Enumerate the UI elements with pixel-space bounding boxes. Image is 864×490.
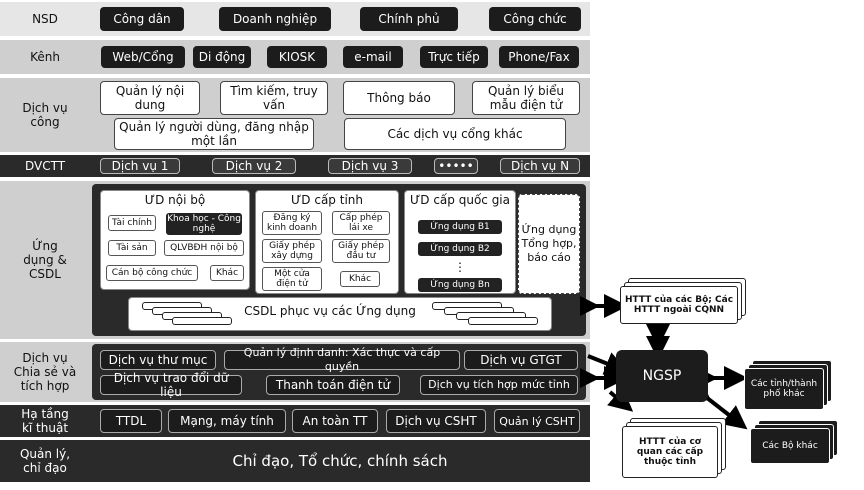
infra-mang: Mạng, máy tính — [168, 409, 286, 433]
dvctt-item-ellipsis: ••••• — [434, 158, 478, 174]
svc-quan-ly-nguoi-dung: Quản lý người dùng, đăng nhập một lần — [114, 118, 314, 150]
channel-kiosk: KIOSK — [267, 46, 327, 68]
shared-tich-hop: Dịch vụ tích hợp mức tỉnh — [420, 375, 578, 395]
app-khoa-hoc: Khoa học - Công nghệ — [166, 213, 242, 235]
channel-email: e-mail — [343, 46, 403, 68]
app-mot-cua: Một cửa điện tử — [262, 267, 322, 291]
httt-co-quan-box: HTTT của cơ quan các cấp thuộc tỉnh — [622, 426, 718, 478]
app-quoc-gia-ellipsis: ⋮ — [454, 260, 466, 274]
shared-thu-muc: Dịch vụ thư mục — [100, 350, 216, 370]
dvctt-item-3: Dịch vụ 3 — [328, 158, 412, 174]
row-label-dich-vu-cong: Dịch vụ công — [22, 101, 68, 129]
svc-cong-khac: Các dịch vụ cổng khác — [344, 118, 566, 150]
channel-di-dong: Di động — [193, 46, 251, 68]
row-label-quan-ly: Quản lý, chỉ đạo — [19, 447, 71, 475]
infra-dich-vu-csht: Dịch vụ CSHT — [386, 409, 486, 433]
user-cong-dan: Công dân — [100, 7, 184, 31]
apps-cap-tinh-title: ƯD cấp tỉnh — [291, 193, 363, 207]
row-label-kenh: Kênh — [30, 50, 60, 64]
shared-gtgt: Dịch vụ GTGT — [464, 350, 578, 370]
ngsp-box: NGSP — [616, 350, 708, 402]
app-tai-chinh: Tài chính — [108, 215, 156, 231]
app-b1: Ứng dụng B1 — [418, 220, 502, 234]
row-label-ung-dung: Ứng dụng & CSDL — [23, 239, 67, 281]
dvctt-item-n: Dịch vụ N — [500, 158, 580, 174]
management-text: Chỉ đạo, Tổ chức, chính sách — [232, 452, 448, 470]
app-dang-ky-kd: Đăng ký kinh doanh — [262, 211, 322, 235]
quan-ly-band — [0, 440, 590, 482]
apps-quoc-gia-title: ƯD cấp quốc gia — [409, 193, 510, 207]
row-label-nsd: NSD — [32, 12, 58, 26]
infra-ttdl: TTDL — [100, 409, 162, 433]
row-label-dvctt: DVCTT — [24, 159, 66, 173]
app-qlvbdh: QLVBĐH nội bộ — [164, 240, 244, 256]
channel-web: Web/Cổng — [101, 46, 185, 68]
shared-thanh-toan: Thanh toán điện tử — [266, 375, 400, 395]
user-cong-chuc: Công chức — [489, 7, 581, 31]
shared-trao-doi: Dịch vụ trao đổi dữ liệu — [100, 371, 242, 399]
svc-bieu-mau: Quản lý biểu mẫu điện tử — [472, 81, 580, 115]
user-doanh-nghiep: Doanh nghiệp — [219, 7, 331, 31]
app-can-bo: Cán bộ công chức — [106, 265, 198, 281]
infra-quan-ly-csht: Quản lý CSHT — [494, 409, 580, 433]
db-stack-left-icon — [142, 302, 232, 326]
channel-phone-fax: Phone/Fax — [499, 46, 579, 68]
channel-truc-tiep: Trực tiếp — [420, 46, 488, 68]
app-tai-san: Tài sản — [108, 240, 156, 256]
app-gp-xay-dung: Giấy phép xây dựng — [262, 239, 322, 263]
app-cap-phep-lai-xe: Cấp phép lái xe — [332, 211, 390, 235]
dvctt-item-1: Dịch vụ 1 — [100, 158, 180, 174]
csdl-label: CSDL phục vụ các Ứng dụng — [244, 304, 416, 318]
user-chinh-phu: Chính phủ — [360, 7, 458, 31]
app-khac-cap-tinh: Khác — [340, 271, 380, 287]
shared-dinh-danh: Quản lý định danh: Xác thực và cấp quyền — [224, 346, 460, 373]
bo-khac-box: Các Bộ khác — [750, 428, 830, 464]
infra-an-toan: An toàn TT — [292, 409, 378, 433]
app-bn: Ứng dụng Bn — [418, 278, 502, 292]
app-b2: Ứng dụng B2 — [418, 242, 502, 256]
tinh-khac-box: Các tỉnh/thành phố khác — [744, 368, 824, 410]
httt-bo-box: HTTT của các Bộ; Các HTTT ngoài CQNN — [620, 286, 738, 324]
svc-quan-ly-noi-dung: Quản lý nội dung — [100, 81, 200, 115]
app-gp-dau-tu: Giấy phép đầu tư — [332, 239, 390, 263]
row-label-dv-chia-se: Dịch vụ Chia sẻ và tích hợp — [13, 351, 77, 393]
row-label-ha-tang: Hạ tầng kĩ thuật — [21, 407, 69, 435]
db-stack-right-icon — [432, 302, 542, 326]
svc-thong-bao: Thông báo — [343, 81, 455, 115]
svc-tim-kiem: Tìm kiếm, truy vấn — [220, 81, 328, 115]
apps-noi-bo-title: ƯD nội bộ — [144, 193, 206, 207]
app-khac-noi-bo: Khác — [210, 265, 244, 281]
app-tong-hop: Ứng dụng Tổng hợp, báo cáo — [518, 194, 580, 294]
dvctt-item-2: Dịch vụ 2 — [212, 158, 296, 174]
